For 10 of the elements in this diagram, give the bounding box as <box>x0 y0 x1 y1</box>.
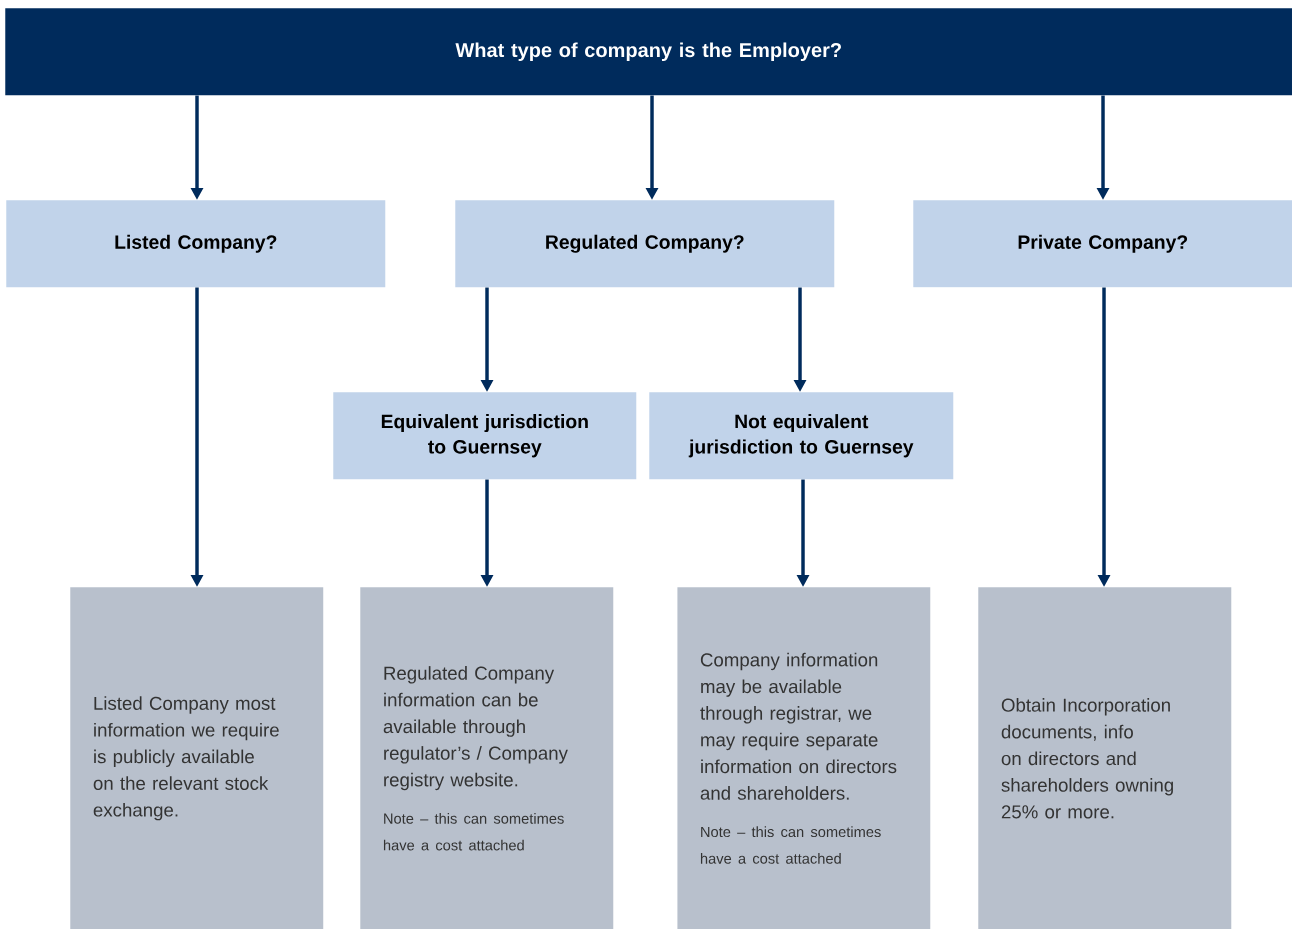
question-box: Listed Company? <box>6 200 386 288</box>
title-banner: What type of company is the Employer? <box>5 8 1292 96</box>
question-box: Equivalent jurisdiction to Guernsey <box>333 392 637 480</box>
answer-box: Company information may be available through registrar, we may require separate information on directors and shareholders. Note – this can sometimes have a cost attached <box>677 587 931 929</box>
answer-box: Obtain Incorporation documents, info on directors and shareholders owning 25% or more. <box>978 587 1232 929</box>
question-box: Regulated Company? <box>455 200 835 288</box>
answer-box: Listed Company most information we require is publicly available on the relevant stock exchange. <box>70 587 324 929</box>
question-box: Private Company? <box>913 200 1292 288</box>
answer-box: Regulated Company information can be available through regulator’s / Company registry website. Note – this can sometimes have a cost attached <box>360 587 614 929</box>
question-box: Not equivalent jurisdiction to Guernsey <box>649 392 954 480</box>
